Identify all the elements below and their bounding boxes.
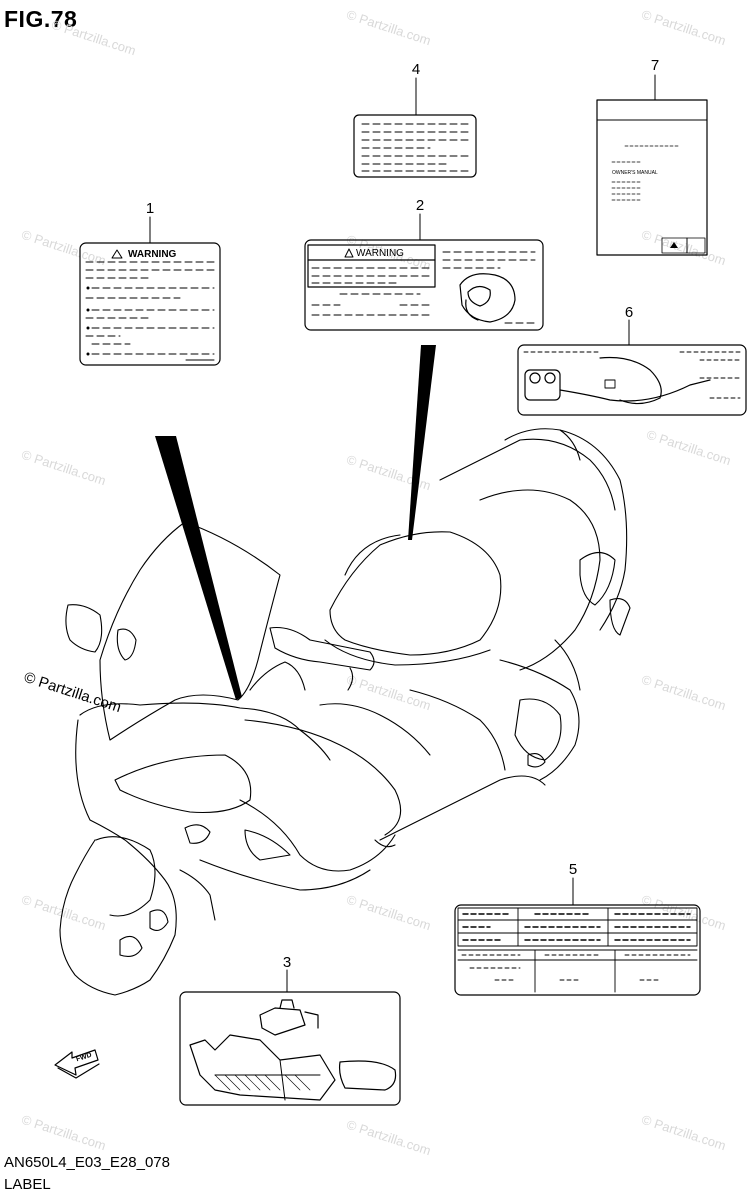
label-3[interactable] [179,969,401,1106]
callout-7[interactable]: 7 [650,57,660,74]
callout-5[interactable]: 5 [568,861,578,878]
leader-wedge-2 [408,345,436,540]
figure-code: AN650L4_E03_E28_078 [4,1154,170,1171]
callout-2[interactable]: 2 [415,197,425,214]
label-2-warning[interactable] [304,213,544,331]
callout-3[interactable]: 3 [282,954,292,971]
label-1-warning-text: WARNING [128,249,177,260]
callout-1[interactable]: 1 [145,200,155,217]
leader-wedge-1 [155,436,242,700]
item-7-owners-manual[interactable] [596,74,708,256]
label-2-warning-text: WARNING [356,248,404,259]
callout-4[interactable]: 4 [411,61,421,78]
label-5-table[interactable] [454,877,701,996]
label-6[interactable] [517,319,747,416]
label-4[interactable] [353,77,477,178]
figure-title: FIG.78 [4,6,78,32]
figure-name: LABEL [4,1176,51,1193]
forward-arrow-icon [54,1049,100,1079]
callout-6[interactable]: 6 [624,304,634,321]
manual-title-text: OWNER'S MANUAL [612,170,658,176]
label-1-warning[interactable] [79,216,221,366]
scooter-outline [59,428,631,996]
